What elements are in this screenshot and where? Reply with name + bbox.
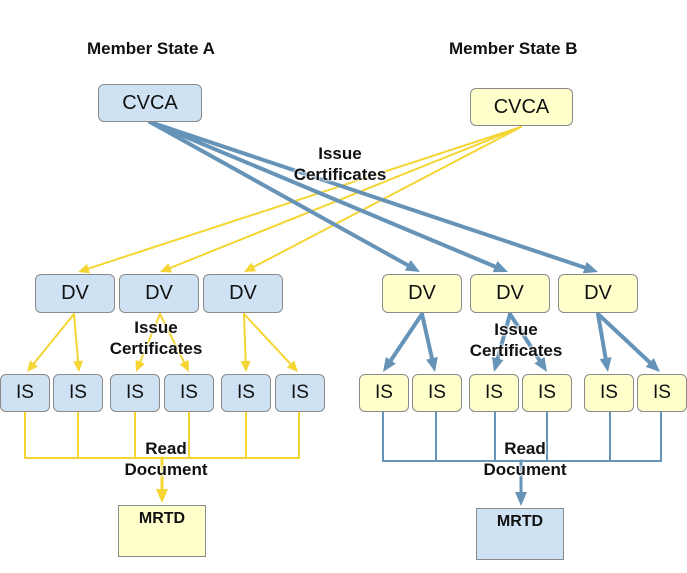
arrow-dv-a-2-is-a-4-head <box>179 359 189 372</box>
arrow-dv-a-2-is-a-3-head <box>135 359 145 372</box>
arrow-cvca-a-dv-b-2 <box>148 120 499 269</box>
arrow-cvca-b-dv-a-1 <box>86 126 522 270</box>
is-b-3: IS <box>469 374 519 412</box>
arrow-cvca-a-dv-b-1-head <box>404 259 420 272</box>
arrow-dv-b-3-is-b-5 <box>596 312 608 362</box>
is-b-5: IS <box>584 374 634 412</box>
dv-b-2: DV <box>470 274 550 313</box>
is-b-6: IS <box>637 374 687 412</box>
arrow-dv-b-2-is-b-3-head <box>491 356 504 372</box>
read-document-label-left: Read Document <box>124 439 208 479</box>
is-a-3: IS <box>110 374 160 412</box>
arrow-dv-a-3-is-a-5-head <box>240 360 251 372</box>
arrow-cvca-b-dv-a-3-head <box>244 262 257 272</box>
dv-a-1: DV <box>35 274 115 313</box>
arrow-dv-a-3-is-a-6-head <box>286 360 298 372</box>
cvca-a: CVCA <box>98 84 202 122</box>
arrow-dv-a-2-is-a-3 <box>138 313 161 364</box>
arrow-dv-a-1-is-a-2 <box>73 313 80 364</box>
arrow-dv-a-1-is-a-1 <box>32 313 75 366</box>
is-a-6: IS <box>275 374 325 412</box>
member-state-b-title: Member State B <box>449 39 578 58</box>
arrow-read-mrtd-a-head <box>156 489 168 503</box>
arrow-dv-b-2-is-b-4-head <box>534 356 547 372</box>
arrow-dv-b-3-is-b-6 <box>596 312 653 366</box>
arrow-cvca-a-dv-b-3 <box>148 120 588 270</box>
arrow-dv-a-1-is-a-2-head <box>73 360 84 372</box>
member-state-a-title: Member State A <box>87 39 215 58</box>
is-b-2: IS <box>412 374 462 412</box>
issue-certificates-label-left: Issue Certificates <box>109 318 203 358</box>
mrtd-a: MRTD <box>118 505 206 557</box>
cvca-b: CVCA <box>470 88 573 126</box>
dv-b-3: DV <box>558 274 638 313</box>
read-document-label-right: Read Document <box>483 439 567 479</box>
dv-b-1: DV <box>382 274 462 313</box>
arrow-dv-a-3-is-a-6 <box>243 313 293 366</box>
arrow-dv-a-2-is-a-4 <box>159 313 186 365</box>
arrow-dv-b-3-is-b-5-head <box>599 357 612 372</box>
arrow-cvca-a-dv-b-2-head <box>492 261 508 273</box>
arrow-dv-a-3-is-a-5 <box>243 313 247 364</box>
mrtd-b: MRTD <box>476 508 564 560</box>
arrow-dv-a-1-is-a-1-head <box>27 360 38 372</box>
arrow-cvca-b-dv-a-2-head <box>160 263 173 273</box>
is-a-4: IS <box>164 374 214 412</box>
is-b-4: IS <box>522 374 572 412</box>
arrow-dv-b-1-is-b-2 <box>420 312 435 362</box>
arrow-cvca-b-dv-a-3 <box>251 126 522 269</box>
arrow-dv-b-1-is-b-1 <box>388 312 424 364</box>
issue-certificates-label-right: Issue Certificates <box>469 320 563 360</box>
arrow-cvca-b-dv-a-2 <box>168 126 522 270</box>
is-b-1: IS <box>359 374 409 412</box>
is-a-1: IS <box>0 374 50 412</box>
arrow-read-mrtd-b-head <box>515 492 527 506</box>
dv-a-3: DV <box>203 274 283 313</box>
arrow-dv-b-2-is-b-3 <box>495 312 512 362</box>
arrow-dv-b-1-is-b-2-head <box>426 357 438 372</box>
dv-a-2: DV <box>119 274 199 313</box>
arrow-dv-b-1-is-b-1-head <box>383 357 396 372</box>
arrow-cvca-b-dv-a-1-head <box>78 263 91 274</box>
arrow-dv-b-3-is-b-6-head <box>645 358 660 372</box>
arrow-cvca-a-dv-b-1 <box>148 120 411 268</box>
is-a-5: IS <box>221 374 271 412</box>
arrow-dv-b-2-is-b-4 <box>508 312 543 364</box>
issue-certificates-label-top: Issue Certificates <box>293 144 387 184</box>
is-a-2: IS <box>53 374 103 412</box>
arrow-cvca-a-dv-b-3-head <box>582 261 598 274</box>
